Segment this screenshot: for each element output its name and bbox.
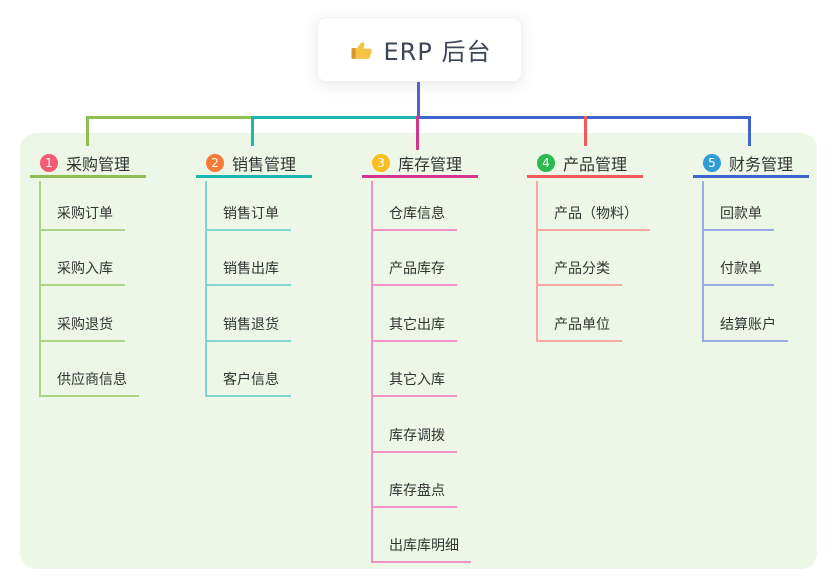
child-label: 库存调拨 <box>389 428 445 444</box>
root-node[interactable]: ERP 后台 <box>317 17 522 82</box>
connector-line <box>748 116 751 146</box>
child-label: 其它入库 <box>389 372 445 388</box>
branch-index-badge: 1 <box>40 154 58 172</box>
branch-index-badge: 5 <box>703 154 721 172</box>
branch-trunk-line <box>536 181 538 342</box>
child-node[interactable]: 销售出库 <box>205 256 291 286</box>
child-node[interactable]: 出库库明细 <box>371 533 471 563</box>
child-label: 产品单位 <box>554 317 610 333</box>
connector-line <box>86 116 89 146</box>
child-label: 其它出库 <box>389 317 445 333</box>
child-label: 销售退货 <box>223 317 279 333</box>
child-label: 出库库明细 <box>389 538 459 554</box>
child-node[interactable]: 回款单 <box>702 201 774 231</box>
branch-node-2[interactable]: 2 销售管理 <box>196 151 312 178</box>
child-node[interactable]: 库存盘点 <box>371 478 457 508</box>
child-label: 销售出库 <box>223 261 279 277</box>
branch-label: 财务管理 <box>729 155 794 174</box>
child-node[interactable]: 付款单 <box>702 256 774 286</box>
child-node[interactable]: 客户信息 <box>205 367 291 397</box>
child-node[interactable]: 销售订单 <box>205 201 291 231</box>
branch-label: 库存管理 <box>398 155 463 174</box>
child-label: 销售订单 <box>223 206 279 222</box>
branch-node-3[interactable]: 3 库存管理 <box>362 151 478 178</box>
child-label: 供应商信息 <box>57 372 127 388</box>
child-node[interactable]: 销售退货 <box>205 312 291 342</box>
branch-label: 采购管理 <box>66 155 131 174</box>
connector-line <box>251 116 254 146</box>
child-node[interactable]: 库存调拨 <box>371 423 457 453</box>
branch-trunk-line <box>371 181 373 563</box>
child-label: 库存盘点 <box>389 483 445 499</box>
connector-line <box>251 116 419 119</box>
branch-node-4[interactable]: 4 产品管理 <box>527 151 643 178</box>
branch-index-badge: 4 <box>537 154 555 172</box>
child-node[interactable]: 产品分类 <box>536 256 622 286</box>
child-node[interactable]: 仓库信息 <box>371 201 457 231</box>
branch-index-badge: 3 <box>372 154 390 172</box>
child-node[interactable]: 产品单位 <box>536 312 622 342</box>
child-node[interactable]: 采购入库 <box>39 256 125 286</box>
child-label: 采购退货 <box>57 317 113 333</box>
branch-trunk-line <box>205 181 207 397</box>
child-label: 产品库存 <box>389 261 445 277</box>
branch-node-1[interactable]: 1 采购管理 <box>30 151 146 178</box>
connector-line <box>86 116 253 119</box>
branch-label: 销售管理 <box>232 155 297 174</box>
child-label: 产品分类 <box>554 261 610 277</box>
child-node[interactable]: 其它出库 <box>371 312 457 342</box>
child-node[interactable]: 采购订单 <box>39 201 125 231</box>
child-node[interactable]: 结算账户 <box>702 312 788 342</box>
child-node[interactable]: 其它入库 <box>371 367 457 397</box>
root-title: ERP 后台 <box>383 38 492 66</box>
branch-trunk-line <box>702 181 704 342</box>
child-label: 结算账户 <box>720 317 776 333</box>
child-node[interactable]: 产品（物料） <box>536 201 650 231</box>
thumbs-up-icon <box>350 41 372 59</box>
child-label: 回款单 <box>720 206 762 222</box>
child-label: 仓库信息 <box>389 206 445 222</box>
branch-index-badge: 2 <box>206 154 224 172</box>
child-label: 客户信息 <box>223 372 279 388</box>
branch-trunk-line <box>39 181 41 397</box>
child-node[interactable]: 供应商信息 <box>39 367 139 397</box>
branches-panel <box>20 133 817 569</box>
child-label: 采购订单 <box>57 206 113 222</box>
branch-node-5[interactable]: 5 财务管理 <box>693 151 809 178</box>
child-node[interactable]: 产品库存 <box>371 256 457 286</box>
connector-line <box>584 116 587 146</box>
child-label: 采购入库 <box>57 261 113 277</box>
child-label: 付款单 <box>720 261 762 277</box>
connector-line <box>417 82 420 119</box>
branch-label: 产品管理 <box>563 155 628 174</box>
connector-line <box>416 116 419 150</box>
child-node[interactable]: 采购退货 <box>39 312 125 342</box>
child-label: 产品（物料） <box>554 206 638 222</box>
